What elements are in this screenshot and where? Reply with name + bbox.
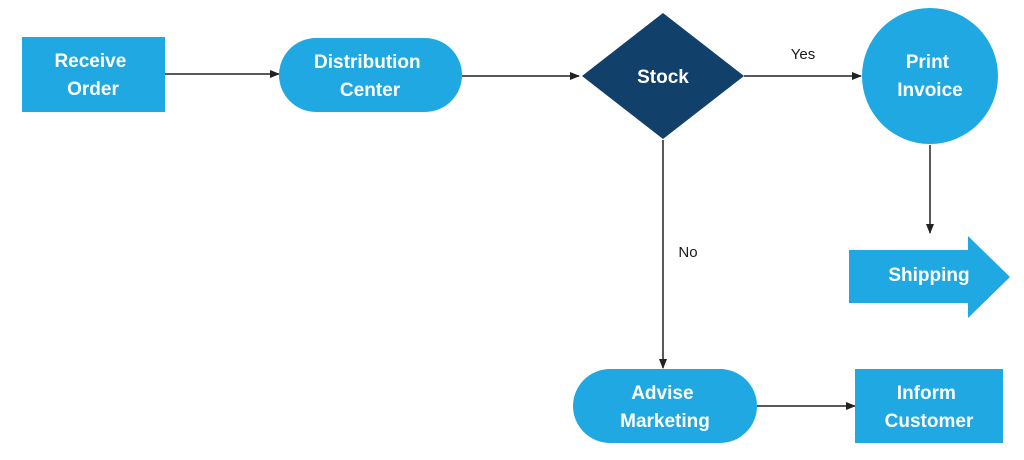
svg-text:Distribution Center: Distribution Center: [314, 52, 426, 101]
svg-text:Receive Order: Receive Order: [54, 51, 131, 100]
node-inform-customer-line1: Inform: [897, 383, 956, 404]
node-distribution-center-line1: Distribution: [314, 52, 421, 73]
svg-text:Stock: Stock: [637, 67, 689, 88]
node-inform-customer-line2: Customer: [885, 411, 974, 432]
edge-label-no: No: [678, 244, 697, 261]
node-distribution-center-line2: Center: [340, 80, 401, 101]
node-receive-order: Receive Order: [22, 37, 165, 112]
node-advise-marketing-line1: Advise: [631, 383, 693, 404]
node-stock-label: Stock: [637, 67, 689, 88]
node-print-invoice-line1: Print: [906, 52, 950, 73]
node-advise-marketing: Advise Marketing: [573, 369, 757, 443]
node-shipping-label: Shipping: [888, 265, 969, 286]
node-inform-customer: Inform Customer: [855, 369, 1003, 443]
node-print-invoice: Print Invoice: [862, 8, 998, 144]
node-distribution-center: Distribution Center: [279, 38, 462, 112]
node-shipping: Shipping: [849, 236, 1010, 318]
svg-text:Advise Marketing: Advise Marketing: [620, 383, 710, 432]
svg-text:Print Invoice: Print Invoice: [897, 52, 962, 101]
node-advise-marketing-line2: Marketing: [620, 411, 710, 432]
edge-label-yes: Yes: [791, 46, 815, 63]
svg-text:Inform Customer: Inform Customer: [885, 383, 974, 432]
svg-text:Shipping: Shipping: [888, 265, 969, 286]
node-receive-order-line1: Receive: [54, 51, 126, 72]
node-receive-order-line2: Order: [67, 79, 119, 100]
node-stock: Stock: [582, 13, 744, 139]
node-print-invoice-line2: Invoice: [897, 80, 962, 101]
